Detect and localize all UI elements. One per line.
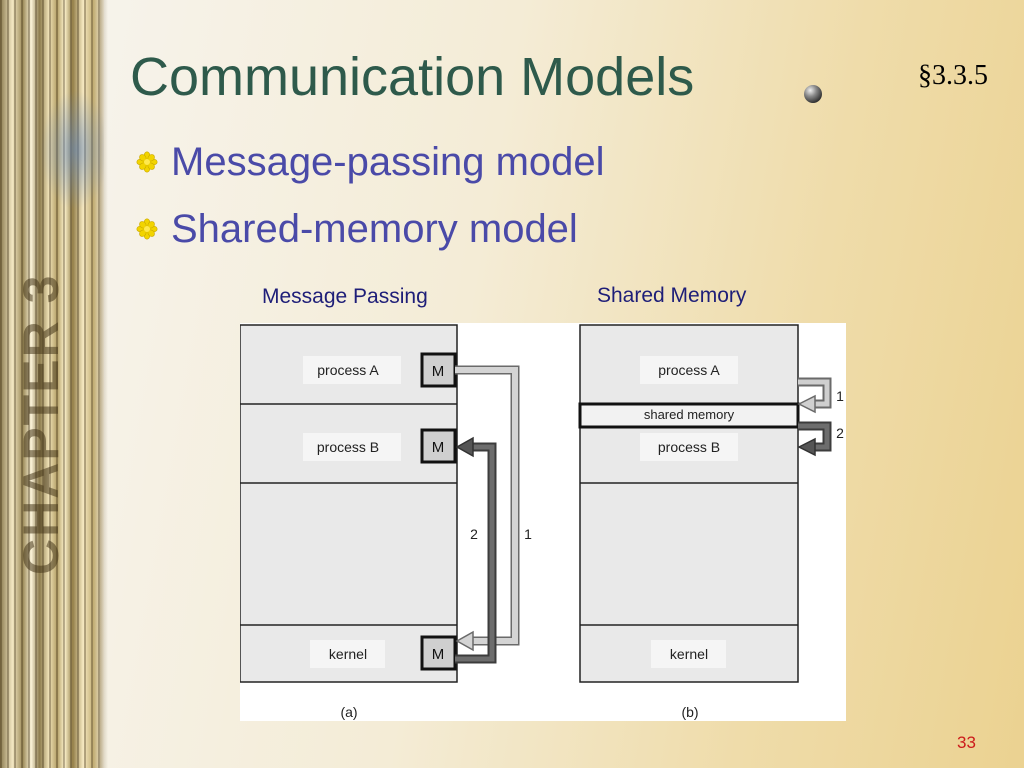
kernel-label-bg [651,640,726,668]
arrow-2-label: 2 [470,526,478,542]
process-a-label: process A [658,362,720,378]
yellow-flower-icon [136,218,158,240]
arrow-1-label: 1 [836,388,844,404]
shared-memory-region [578,402,800,429]
process-a-label-bg [640,356,738,384]
process-b-label: process B [317,439,379,455]
mailbox-label: M [432,363,445,380]
sidebar-chapter-label: CHAPTER 3 [13,273,69,575]
process-a-label: process A [317,362,379,378]
kernel-label: kernel [670,646,708,662]
arrow-1-send [455,365,520,652]
shared-memory-label: shared memory [644,407,735,422]
message-passing-title: Message Passing [262,285,428,308]
arrow-1-write [797,377,832,414]
mailbox-label: M [432,439,445,456]
process-b-label: process B [658,439,720,455]
memory-column-b [579,324,799,683]
yellow-flower-icon [136,151,158,173]
arrow-1-label: 1 [524,526,532,542]
shared-memory-diagram: shared memory process A process B kernel… [578,324,844,720]
process-b-label-bg [640,433,738,461]
arrow-2-label: 2 [836,425,844,441]
title-ball-icon [804,85,822,103]
message-passing-diagram: process A process B kernel M M M 2 1 (a) [240,324,532,720]
bullet-text: Shared-memory model [171,206,578,251]
mailbox-kernel [420,635,457,671]
sidebar-edge [100,0,108,768]
kernel-label: kernel [329,646,367,662]
section-reference: §3.3.5 [918,60,988,91]
process-a-label-bg [303,356,401,384]
shared-memory-title: Shared Memory [597,284,747,307]
kernel-label-bg [310,640,385,668]
bullet-message-passing: Message-passing model [136,140,605,184]
slide-title: Communication Models [130,47,695,107]
caption-a: (a) [340,704,357,720]
bullet-shared-memory: Shared-memory model [136,207,578,251]
communication-models-diagram: process A process B kernel M M M 2 1 (a) [240,323,846,721]
mailbox-label: M [432,646,445,663]
caption-b: (b) [681,704,698,720]
arrow-2-receive [455,436,497,664]
mailbox-process-b [420,428,457,464]
bullet-text: Message-passing model [171,139,605,184]
process-b-label-bg [303,433,401,461]
chapter-sidebar: CHAPTER 3 [0,0,104,768]
page-number: 33 [957,733,976,752]
sidebar-glow [40,90,104,210]
arrow-2-read [797,421,832,457]
mailbox-process-a [420,352,457,388]
